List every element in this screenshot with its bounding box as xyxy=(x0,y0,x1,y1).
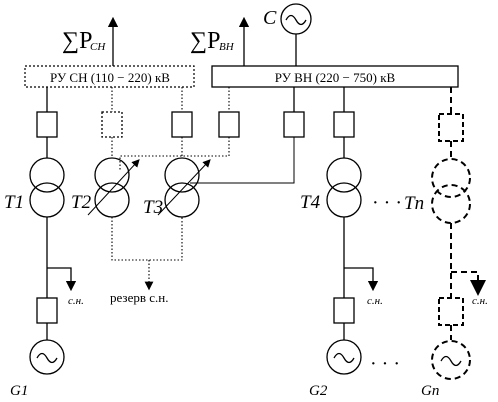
t3-label: T3 xyxy=(143,197,163,218)
g2-label: G2 xyxy=(309,383,328,399)
t2-label: T2 xyxy=(71,192,92,213)
sn-gn-label: с.н. xyxy=(472,295,488,307)
tn-label: Tn xyxy=(404,193,424,214)
g1-label: G1 xyxy=(10,383,28,399)
breaker-icon xyxy=(36,111,58,138)
sum-p-sn-label: ∑P СН xyxy=(62,28,106,54)
svg-text:∑P: ∑P xyxy=(62,28,92,54)
breaker-icon xyxy=(36,297,58,324)
generator-dots: · · · xyxy=(370,353,400,375)
bus-vn: РУ ВН (220 − 750) кВ xyxy=(211,65,459,88)
breaker-icon xyxy=(171,111,193,138)
breaker-icon xyxy=(101,111,123,138)
breaker-icon xyxy=(333,297,355,324)
breaker-icon xyxy=(438,113,464,142)
breaker-icon xyxy=(438,297,464,326)
breaker-icon xyxy=(218,111,240,138)
svg-text:СН: СН xyxy=(90,41,106,53)
svg-text:ВН: ВН xyxy=(219,41,235,53)
autotransformer-icon xyxy=(157,157,211,218)
generator-icon xyxy=(29,339,65,375)
breaker-icon xyxy=(333,111,355,138)
sum-p-vn-label: ∑P ВН xyxy=(190,28,235,54)
ac-source-icon xyxy=(280,3,312,35)
sn-g2-label: с.н. xyxy=(367,295,383,307)
t4-label: T4 xyxy=(300,192,321,213)
t1-label: T1 xyxy=(4,192,24,213)
autotransformer-icon xyxy=(87,157,140,218)
transformer-icon xyxy=(326,157,362,218)
svg-text:∑P: ∑P xyxy=(190,28,220,54)
svg-text:РУ СН (110 − 220) кВ: РУ СН (110 − 220) кВ xyxy=(50,70,170,85)
gn-label: Gn xyxy=(421,383,439,399)
system-c-label: C xyxy=(263,7,277,29)
reserve-label: резерв с.н. xyxy=(110,290,168,305)
transformer-icon xyxy=(29,157,65,218)
generator-icon xyxy=(326,339,362,375)
svg-text:РУ ВН (220 − 750) кВ: РУ ВН (220 − 750) кВ xyxy=(275,70,396,85)
generator-icon xyxy=(431,340,471,380)
breaker-icon xyxy=(283,111,305,138)
transformer-dots: · · · xyxy=(372,192,402,214)
bus-sn: РУ СН (110 − 220) кВ xyxy=(24,65,195,88)
sn-g1-label: с.н. xyxy=(68,295,84,307)
transformer-icon xyxy=(431,158,471,224)
